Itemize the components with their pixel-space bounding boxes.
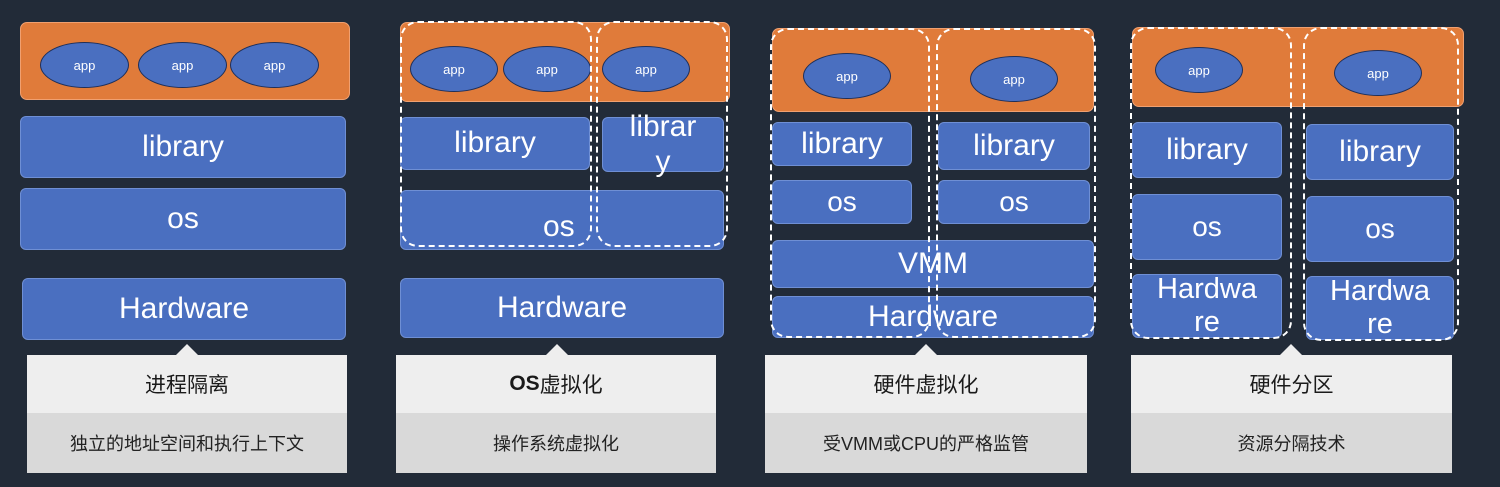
caption-title-bold: OS bbox=[509, 372, 540, 395]
hardware-layer: Hardwa re bbox=[1132, 273, 1282, 338]
caption-subtitle: 操作系统虚拟化 bbox=[396, 413, 716, 473]
vm-boundary bbox=[936, 28, 1096, 338]
caption-subtitle: 独立的地址空间和执行上下文 bbox=[27, 413, 347, 473]
library-layer: library bbox=[20, 116, 346, 178]
caption-box: 硬件虚拟化 受VMM或CPU的严格监管 bbox=[765, 344, 1087, 473]
caption-title: 硬件分区 bbox=[1131, 355, 1452, 413]
caption-box: 进程隔离 独立的地址空间和执行上下文 bbox=[27, 344, 347, 473]
container-boundary bbox=[400, 21, 592, 247]
library-layer: library bbox=[400, 117, 590, 170]
library-layer: library bbox=[938, 122, 1090, 170]
app-bubble: app bbox=[970, 56, 1058, 102]
app-bubble: app bbox=[1155, 47, 1243, 93]
caption-title: 硬件虚拟化 bbox=[765, 355, 1087, 413]
os-layer: os bbox=[1306, 196, 1454, 262]
os-layer: os bbox=[938, 180, 1090, 224]
app-bubble: app bbox=[602, 46, 690, 92]
caption-subtitle: 资源分隔技术 bbox=[1131, 413, 1452, 473]
library-layer: library bbox=[1132, 122, 1282, 178]
library-layer: library bbox=[772, 122, 912, 166]
vmm-layer: VMM bbox=[772, 240, 1094, 288]
os-label: os bbox=[543, 209, 575, 243]
app-bubble: app bbox=[230, 42, 319, 88]
hardware-layer: Hardware bbox=[22, 278, 346, 340]
partition-boundary bbox=[1130, 27, 1292, 339]
app-bubble: app bbox=[503, 46, 591, 92]
hardware-layer: Hardware bbox=[400, 278, 724, 338]
app-bubble: app bbox=[1334, 50, 1422, 96]
os-layer: os bbox=[772, 180, 912, 224]
container-boundary bbox=[596, 21, 728, 247]
os-layer: os bbox=[20, 188, 346, 250]
caption-subtitle: 受VMM或CPU的严格监管 bbox=[765, 413, 1087, 473]
app-bubble: app bbox=[410, 46, 498, 92]
os-layer: os bbox=[400, 190, 724, 250]
hardware-layer: Hardware bbox=[772, 296, 1094, 338]
app-bubble: app bbox=[138, 42, 227, 88]
app-bubble: app bbox=[803, 53, 891, 99]
library-layer: library bbox=[1306, 124, 1454, 180]
caption-title: 进程隔离 bbox=[27, 355, 347, 413]
os-layer: os bbox=[1132, 194, 1282, 260]
vm-boundary bbox=[770, 28, 930, 338]
caption-box: 硬件分区 资源分隔技术 bbox=[1131, 344, 1452, 473]
caption-title-rest: 虚拟化 bbox=[539, 374, 603, 397]
partition-boundary bbox=[1303, 27, 1459, 341]
app-bubble: app bbox=[40, 42, 129, 88]
